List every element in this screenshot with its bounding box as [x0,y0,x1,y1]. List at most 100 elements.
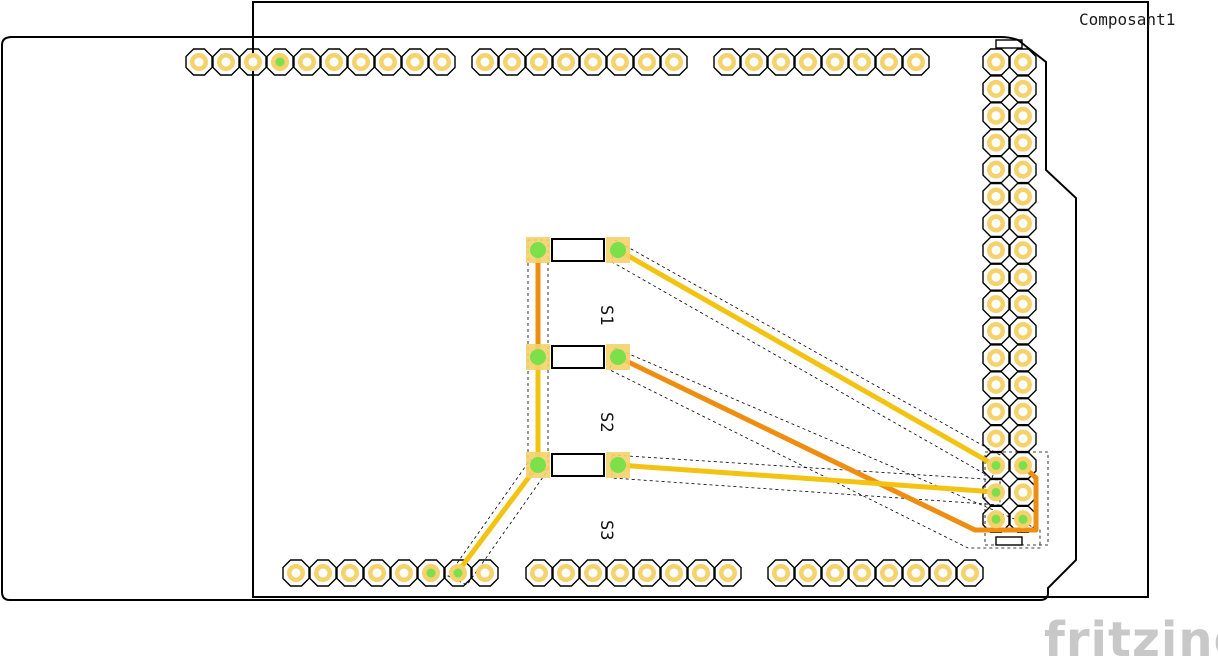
header-top-a-pin-2-hole [221,57,231,67]
header-top-b-pin-8-silk [660,48,688,76]
header-top-a-pin-7-silk [347,48,375,76]
header-top-c-pin-5-hole [830,57,840,67]
clearance-right-header [984,451,1049,546]
header-right-l-4-hole [991,138,1001,148]
header-right-l-7-silk [982,209,1010,238]
header-right-l-5-hole [991,165,1001,175]
header-right-l-16-hole [991,461,1001,470]
header-right-l-11-silk [982,317,1010,345]
header-top-c-pin-3-hole [776,57,786,67]
header-right-l-14-hole [991,407,1001,417]
header-top-c-pin-6-hole [857,57,867,67]
header-right-r-3-silk [1009,102,1037,130]
header-top-b-pin-1-hole [480,57,490,67]
header-bottom-a-pin-6-hole [426,568,436,578]
header-right-l-16-silk [982,451,1010,480]
header-right-l-8-hole [991,245,1001,255]
switch-footprints [526,237,630,478]
header-top-c-pin-8-silk [902,48,930,76]
switch-s3-body [551,453,605,477]
switch-s2-body [551,345,605,369]
header-right-r-2-silk [1009,75,1037,103]
switch-s1-body [551,238,605,262]
header-top-a-pin-10-silk [428,48,456,76]
header-bottom-b-pin-3-hole [588,568,598,578]
header-bottom-b-pin-7-hole [696,568,706,578]
trace-s2-to-header [615,354,1039,533]
header-top-a-pin-3-silk [239,48,267,76]
header-right-r-16-hole [1018,461,1028,470]
header-right-r-2-hole [1018,84,1028,94]
header-right-l-5-silk [982,155,1010,184]
header-bottom-a-pin-2-hole [318,568,328,578]
header-right-r-16-silk [1009,451,1037,480]
header-right-l-8-silk [982,236,1010,264]
header-right-l-13-hole [991,380,1001,390]
header-bottom-c-pin-6-silk [902,559,930,587]
header-bottom-c-pin-7-hole [938,568,948,578]
header-right-r-8-hole [1018,245,1028,255]
copper-traces [454,247,1039,576]
header-right-l-15-silk [982,424,1010,453]
header-right-r-15-hole [1018,434,1028,444]
header-right-r-8-silk [1009,236,1037,264]
header-top-c-pin-7-hole [884,57,894,67]
header-bottom-b-pin-1-silk [525,559,553,587]
header-right-l-10-silk [982,290,1010,318]
header-right-r-1-silk [1009,48,1037,76]
switch-s2-pin-2 [610,349,626,365]
header-right-r-9-hole [1018,272,1028,282]
header-top-a-pin-4-hole [275,57,285,67]
header-bottom-c-pin-2-hole [803,568,813,578]
header-bottom-c-pin-6-hole [911,568,921,578]
header-bottom-a-pin-1-hole [291,568,301,578]
header-bottom-b-pin-8-hole [723,568,733,578]
header-right-r-13-hole [1018,380,1028,390]
header-right-r-4-silk [1009,129,1037,157]
header-right-l-7-hole [991,218,1001,228]
header-right-r-7-silk [1009,209,1037,238]
header-top-c-pin-5-silk [821,48,849,76]
header-right-r-18-hole [1018,514,1028,524]
header-right-r-5-hole [1018,165,1028,175]
header-pin-groups [185,39,1037,587]
header-bottom-a-pin-3-hole [345,568,355,578]
header-top-c-pin-8-hole [911,57,921,67]
header-top-b-pin-7-hole [642,57,652,67]
header-top-a-pin-2-silk [212,48,240,76]
header-bottom-b-pin-5-silk [633,559,661,587]
header-top-c-pin-1-silk [713,48,741,76]
header-bottom-c-pin-3-silk [821,559,849,587]
switch-s3-pin-2 [610,457,626,473]
header-right-r-10-hole [1018,299,1028,309]
header-bottom-a-pin-3-silk [336,559,364,587]
header-right-l-18-hole [991,514,1001,524]
header-top-c-pin-3-silk [767,48,795,76]
header-top-c-pin-1-hole [722,57,732,67]
header-bottom-a-pin-4-hole [372,568,382,578]
header-bottom-c-pin-4-hole [857,568,867,578]
header-bottom-c-pin-5-silk [875,559,903,587]
header-top-c-pin-4-silk [794,48,822,76]
header-right-key-top [995,39,1023,49]
header-bottom-a-pin-4-silk [363,559,391,587]
header-right-r-9-silk [1009,263,1037,291]
header-right-l-15-hole [991,434,1001,444]
header-top-a-pin-1-hole [194,57,204,67]
header-right-r-5-silk [1009,155,1037,184]
pads [190,53,1032,582]
switch-s1-pin-2 [610,242,626,258]
header-bottom-c-pin-4-silk [848,559,876,587]
header-right-l-3-hole [991,111,1001,121]
header-right-l-6-silk [982,182,1010,211]
header-bottom-b-pin-5-hole [642,568,652,578]
header-right-r-14-hole [1018,407,1028,417]
header-right-l-9-silk [982,263,1010,291]
trace-s1-to-header [615,247,999,469]
header-top-a-pin-6-silk [320,48,348,76]
header-top-b-pin-2-silk [498,48,526,76]
header-top-c-pin-2-silk [740,48,768,76]
header-right-l-13-silk [982,371,1010,399]
header-bottom-c-pin-3-hole [830,568,840,578]
